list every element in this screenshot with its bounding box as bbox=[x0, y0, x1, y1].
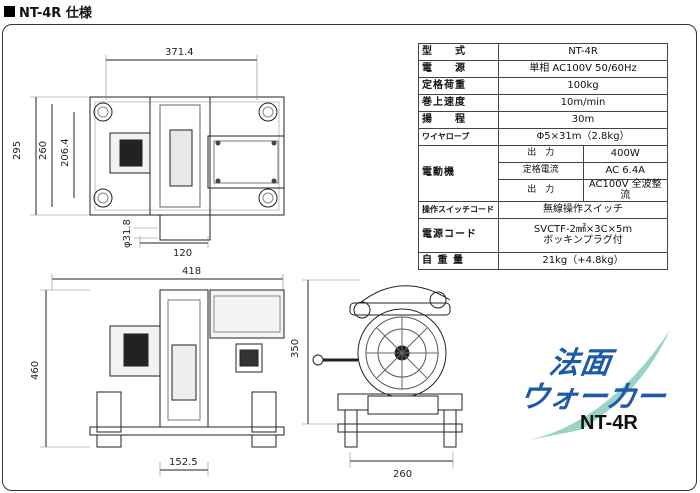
page-title-text: NT-4R 仕様 bbox=[19, 5, 92, 21]
dim-top-height-inner: 206.4 bbox=[60, 138, 71, 167]
front-view: 418 460 152.5 bbox=[30, 266, 285, 476]
spec-motor-sub-value: AC100V 全波整流 bbox=[582, 179, 668, 202]
side-view: 350 260 bbox=[290, 279, 463, 480]
spec-value-weight: 21kg（+4.8kg） bbox=[498, 252, 668, 270]
dim-side-base: 260 bbox=[393, 469, 412, 480]
spec-value-load: 100kg bbox=[498, 77, 668, 95]
spec-value-model: NT-4R bbox=[498, 43, 668, 61]
spec-value-lift: 30m bbox=[498, 111, 668, 129]
dim-top-height-outer: 295 bbox=[12, 141, 23, 160]
spec-motor-sub-label: 出 力 bbox=[498, 145, 584, 163]
spec-value-cord-line1: SVCTF-2㎟×3C×5m bbox=[533, 224, 633, 235]
spec-value-power: 単相 AC100V 50/60Hz bbox=[498, 60, 668, 78]
spec-label-weight: 自 重 量 bbox=[418, 252, 499, 270]
spec-label-wire: ワイヤロープ bbox=[418, 128, 499, 146]
dim-drum-dia: φ31.8 bbox=[122, 219, 133, 248]
spec-label-load: 定格荷重 bbox=[418, 77, 499, 95]
spec-motor-sub-label: 定格電流 bbox=[498, 162, 584, 180]
spec-motor-sub-value: 400W bbox=[582, 145, 668, 163]
spec-label-cord: 電源コード bbox=[418, 218, 499, 253]
brand-logo-line2: ウォーカー bbox=[517, 380, 667, 415]
spec-table: 型 式 NT-4R 電 源 単相 AC100V 50/60Hz 定格荷重 100… bbox=[418, 43, 668, 270]
spec-value-wire: Φ5×31m（2.8kg） bbox=[498, 128, 668, 146]
spec-label-switch: 操作スイッチコード bbox=[418, 201, 499, 219]
dim-drum-width: 120 bbox=[173, 248, 192, 259]
dim-top-height-mid: 260 bbox=[38, 141, 49, 160]
spec-value-cord-line2: ボッキンプラグ付 bbox=[543, 234, 623, 246]
top-view: 371.4 295 260 206.4 φ31.8 120 bbox=[12, 47, 285, 259]
dim-front-base: 152.5 bbox=[169, 457, 198, 468]
spec-label-power: 電 源 bbox=[418, 60, 499, 78]
spec-value-speed: 10m/min bbox=[498, 94, 668, 112]
dim-front-height: 460 bbox=[30, 361, 41, 380]
spec-value-cord: SVCTF-2㎟×3C×5m ボッキンプラグ付 bbox=[498, 218, 668, 253]
spec-label-lift: 揚 程 bbox=[418, 111, 499, 129]
dim-side-height: 350 bbox=[290, 339, 301, 358]
bullet-square-icon bbox=[4, 5, 15, 17]
spec-motor-sub-label: 出 力 bbox=[498, 179, 584, 202]
content-frame bbox=[2, 24, 697, 491]
page-title: NT-4R 仕様 bbox=[4, 2, 92, 21]
brand-logo: 法面 ウォーカー NT-4R bbox=[517, 330, 680, 440]
spec-label-model: 型 式 bbox=[418, 43, 499, 61]
dim-front-width: 418 bbox=[182, 266, 201, 277]
spec-label-speed: 巻上速度 bbox=[418, 94, 499, 112]
dim-top-width: 371.4 bbox=[165, 47, 194, 58]
spec-label-motor: 電動機 bbox=[418, 145, 499, 202]
spec-motor-sub-value: AC 6.4A bbox=[582, 162, 668, 180]
spec-value-switch: 無線操作スイッチ bbox=[498, 201, 668, 219]
brand-model: NT-4R bbox=[580, 412, 638, 434]
